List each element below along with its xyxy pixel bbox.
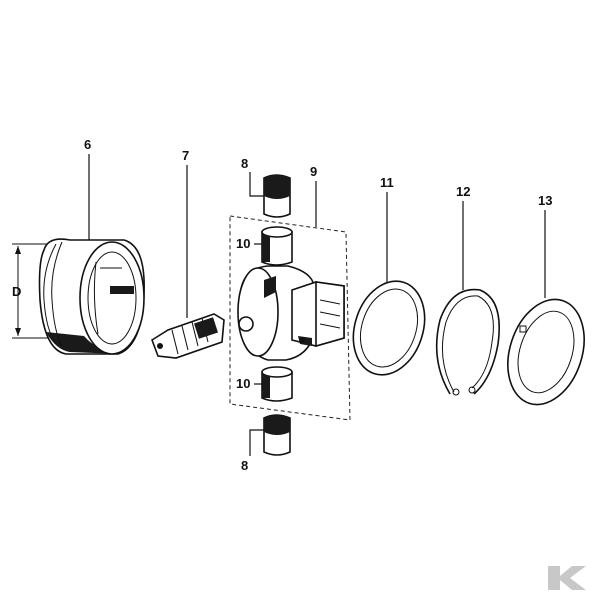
brand-logo (548, 566, 586, 590)
part-13-label: 13 (538, 193, 552, 208)
part-11-flat-ring (352, 280, 426, 376)
part-6-housing (12, 238, 145, 355)
part-9-hub (237, 265, 345, 361)
part-8-pin-top (263, 174, 291, 218)
part-9-label: 9 (310, 164, 317, 179)
part-10-bushing-top (261, 226, 293, 266)
part-7-cam-shaft (151, 313, 225, 359)
part-8-bottom-label: 8 (241, 458, 248, 473)
part-12-label: 12 (456, 184, 470, 199)
part-9-group-outline (229, 215, 351, 421)
dimension-d-label: D (12, 284, 21, 299)
part-13-thrust-washer (507, 298, 585, 406)
part-12-snap-ring (435, 288, 500, 396)
part-10-top-label: 10 (236, 236, 250, 251)
part-7-label: 7 (182, 148, 189, 163)
part-10-bushing-bottom (261, 366, 293, 402)
part-8-top-label: 8 (241, 156, 248, 171)
part-6-label: 6 (84, 137, 91, 152)
part-10-bottom-label: 10 (236, 376, 250, 391)
part-11-label: 11 (380, 175, 394, 190)
part-8-pin-bottom (263, 414, 291, 456)
